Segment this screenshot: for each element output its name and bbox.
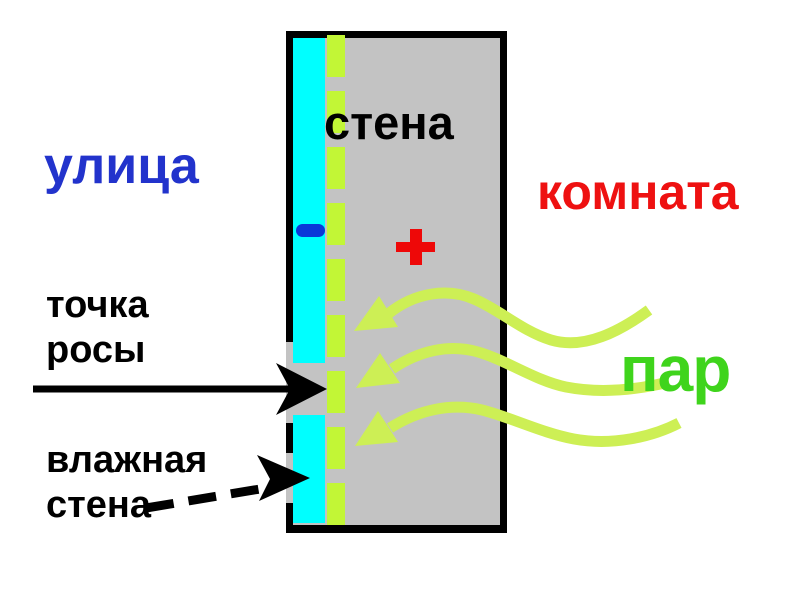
wall-left-border-segment [286,31,293,342]
dew-point-label-line2: росы [46,329,146,371]
wet-wall-label-line2: стена [46,484,151,526]
dew-point-dashed-line [327,35,345,531]
cold-layer-upper [293,38,325,363]
cold-layer-lower [293,415,325,523]
dew-point-label-line1: точка [46,284,149,326]
dew-point-label: точка росы [46,283,149,373]
wet-wall-label-line1: влажная [46,439,208,481]
outside-label: улица [44,137,199,195]
wall-label: стена [324,96,454,149]
minus-icon [296,224,325,237]
vapor-label: пар [620,333,731,405]
plus-icon [396,229,435,265]
wall-left-border-segment [286,503,293,533]
wet-wall-label: влажная стена [46,438,207,528]
room-label: комната [537,164,739,220]
plus-icon-horizontal-bar [396,242,435,252]
wall-left-border-segment [286,423,293,453]
